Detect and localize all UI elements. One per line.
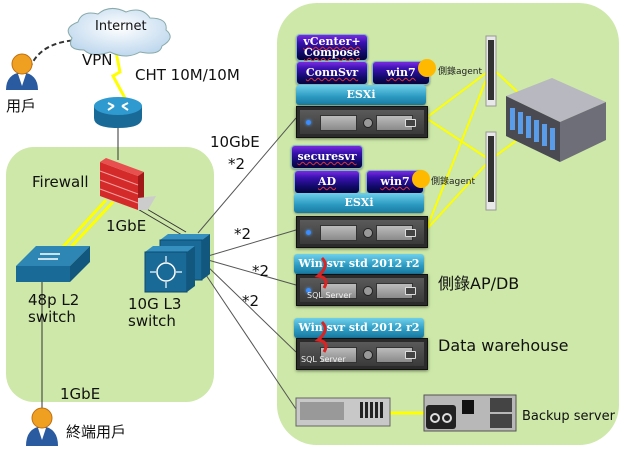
- agent-icon-host2: [412, 170, 430, 188]
- backup-server-label: Backup server: [522, 409, 615, 424]
- sql-server-badge-dw: SQL Server: [301, 355, 346, 364]
- uplink-10g-label: 10GbE: [210, 133, 260, 151]
- end-user-label: 終端用戶: [66, 423, 127, 441]
- firewall-l2-link-a: [60, 198, 108, 250]
- dw-role-label: Data warehouse: [438, 336, 569, 355]
- multiplier-label-1: *2: [228, 155, 246, 173]
- end-user-link-label: 1GbE: [60, 385, 101, 403]
- l3-backup-link: [203, 271, 299, 413]
- vm-vcenter-label: vCenter+: [303, 35, 361, 48]
- os-label-apdb: Win svr std 2012 r2: [294, 254, 424, 274]
- esxi-host2: ESXi: [294, 193, 424, 213]
- l2-switch-label-line2: switch: [28, 308, 76, 326]
- multiplier-label-3: *2: [252, 262, 270, 280]
- apdb-role-label: 側錄AP/DB: [438, 274, 520, 293]
- vm-compose-label: Compose: [304, 46, 360, 59]
- server-host1: [296, 106, 428, 138]
- l3-dw-link: [205, 264, 297, 353]
- agent-label-host2: 側錄agent: [431, 177, 475, 187]
- server-apdb: SQL Server: [296, 274, 428, 306]
- firewall-link-speed-label: 1GbE: [106, 217, 147, 235]
- vm-connsvr: ConnSvr: [296, 61, 368, 85]
- multiplier-label-4: *2: [242, 292, 260, 310]
- sql-server-badge-apdb: SQL Server: [307, 291, 352, 300]
- firewall-l3-link-b: [135, 207, 183, 236]
- l3-switch-label: 10G L3 switch: [128, 296, 181, 330]
- server-dw: SQL Server: [296, 338, 428, 370]
- remote-user-label: 用戶: [6, 97, 37, 115]
- l2-switch-label-line1: 48p L2: [28, 291, 80, 309]
- vm-securesvr: securesvr: [291, 145, 363, 169]
- agent-icon-host1: [418, 59, 436, 77]
- l3-switch-label-line2: switch: [128, 312, 176, 330]
- l3-host1-link: [197, 117, 297, 234]
- agent-label-host1: 側錄agent: [438, 67, 482, 77]
- isp-lightning-link: [110, 51, 128, 101]
- firewall-label: Firewall: [32, 173, 89, 191]
- l3-host2-link: [207, 229, 297, 257]
- server-host2: [296, 216, 428, 248]
- l2-switch-label: 48p L2 switch: [28, 292, 79, 326]
- vpn-label: VPN: [82, 51, 113, 69]
- isp-link-label: CHT 10M/10M: [135, 66, 240, 84]
- esxi-host1: ESXi: [296, 85, 426, 105]
- vm-vcenter-compose: vCenter+ Compose: [296, 34, 368, 61]
- multiplier-label-2: *2: [234, 225, 252, 243]
- os-label-dw: Win svr std 2012 r2: [294, 318, 424, 338]
- firewall-l2-link-b: [68, 200, 115, 250]
- internet-label: Internet: [95, 19, 147, 34]
- l3-apdb-link: [207, 259, 297, 286]
- l3-switch-label-line1: 10G L3: [128, 295, 182, 313]
